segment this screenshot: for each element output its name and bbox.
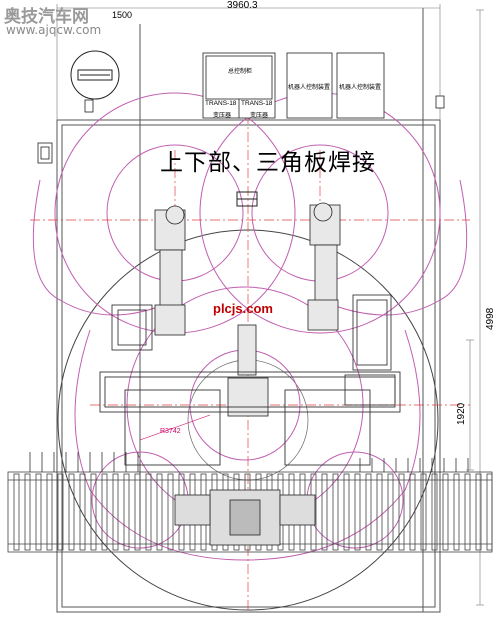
conveyor-fixture	[174, 489, 316, 546]
conveyor-roller	[431, 473, 438, 551]
watermark-site-name: 奥技汽车网	[4, 7, 89, 27]
conveyor-roller	[453, 473, 460, 551]
robot-center	[227, 324, 269, 417]
cabinets	[202, 52, 385, 119]
robot-upper-left	[154, 205, 186, 336]
conveyor-roller	[365, 473, 372, 551]
conveyor-roller	[321, 473, 328, 551]
trans-1-label: TRANS-18	[205, 100, 237, 107]
conveyor-posts	[29, 452, 469, 472]
fixture-left	[111, 304, 153, 351]
conveyor-roller	[145, 473, 152, 551]
conveyor-roller	[343, 473, 350, 551]
conveyor-roller	[376, 473, 383, 551]
dim-small-top-label: 1500	[112, 10, 133, 20]
conveyor-roller	[486, 473, 493, 551]
watermark-site-url: www.ajqcw.com	[6, 23, 102, 37]
conveyor-roller	[112, 473, 119, 551]
conveyor-roller	[101, 473, 108, 551]
conveyor-roller	[57, 473, 64, 551]
conveyor-roller	[13, 473, 20, 551]
round-tank	[70, 50, 120, 100]
conveyor-roller	[420, 473, 427, 551]
dim-height-label: 4998	[485, 307, 496, 330]
cabinet-controller-label: 总控制柜	[228, 68, 253, 75]
conveyor-roller	[464, 473, 471, 551]
conveyor-roller	[123, 473, 130, 551]
conveyor-roller	[475, 473, 482, 551]
robot-cabinet-1-label: 机器人控制装置	[288, 84, 331, 91]
conveyor-roller	[35, 473, 42, 551]
fixture-right	[344, 294, 396, 406]
left-switch-box	[37, 142, 53, 164]
conveyor-roller	[90, 473, 97, 551]
conveyor-roller	[398, 473, 405, 551]
outer-fence	[56, 8, 441, 613]
robot-upper-right	[307, 202, 341, 331]
trans-2-sub-label: 变压器	[250, 112, 269, 119]
conveyor-roller	[387, 473, 394, 551]
conveyor-roller	[46, 473, 53, 551]
conveyor-roller	[79, 473, 86, 551]
workbench	[99, 371, 401, 466]
conveyor-roller	[354, 473, 361, 551]
conveyor-roller	[332, 473, 339, 551]
conveyor-roller	[68, 473, 75, 551]
drawing-title: 上下部、三角板焊接	[160, 150, 376, 176]
trans-2-label: TRANS-18	[241, 100, 273, 107]
conveyor-roller	[442, 473, 449, 551]
conveyor-roller	[167, 473, 174, 551]
conveyor-roller	[24, 473, 31, 551]
dim-width-label: 3960.3	[227, 0, 258, 11]
trans-1-sub-label: 变压器	[213, 112, 232, 119]
dim-track-label: 1920	[456, 402, 467, 425]
fence-posts	[84, 95, 445, 113]
watermark-center: plcjs.com	[213, 301, 273, 316]
center-icon	[236, 191, 258, 207]
conveyor-roller	[409, 473, 416, 551]
conveyor-roller	[156, 473, 163, 551]
conveyor-roller	[134, 473, 141, 551]
robot-cabinet-2-label: 机器人控制装置	[339, 84, 382, 91]
dim-radius-label: R3742	[160, 428, 181, 435]
